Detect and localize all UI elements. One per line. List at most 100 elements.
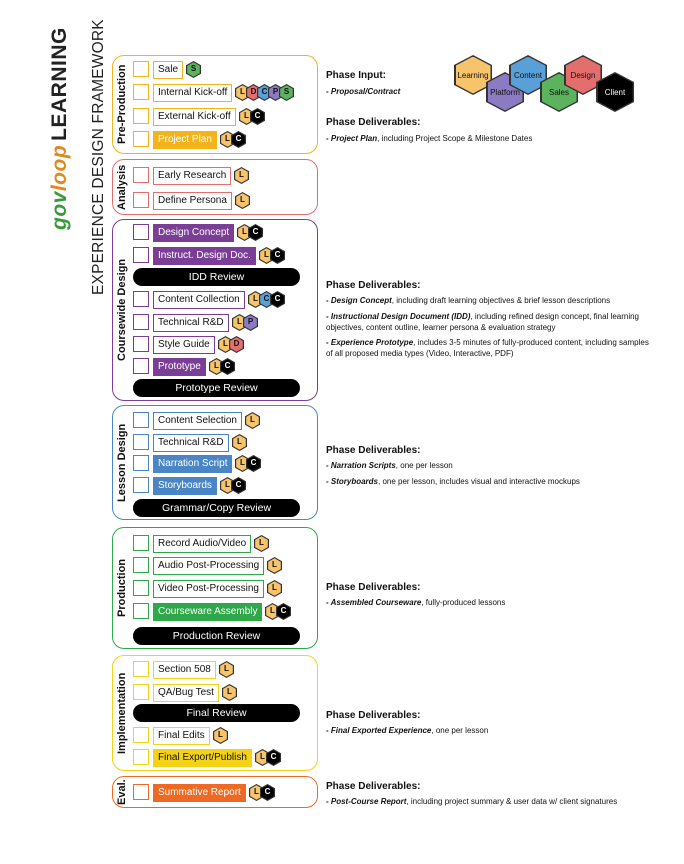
task-checkbox[interactable] <box>133 557 149 573</box>
role-hex-c: C <box>250 108 265 125</box>
task-checkbox[interactable] <box>133 358 149 374</box>
role-hex-c: C <box>270 291 285 308</box>
task-checkbox[interactable] <box>133 84 149 100</box>
review-milestone[interactable]: Final Review <box>133 704 300 722</box>
task-checkbox[interactable] <box>133 224 149 240</box>
task-checkbox[interactable] <box>133 131 149 147</box>
role-hex-c: C <box>276 603 291 620</box>
role-hex-letter: L <box>255 536 268 551</box>
role-hex-letter: C <box>261 785 274 800</box>
role-hex-letter: C <box>232 132 245 147</box>
task-checkbox[interactable] <box>133 603 149 619</box>
prod-deliverable-1-desc: , fully-produced lessons <box>421 598 506 607</box>
design-deliverable-3-name: - Experience Prototype <box>326 338 414 347</box>
task-checkbox[interactable] <box>133 455 149 471</box>
review-milestone[interactable]: Grammar/Copy Review <box>133 499 300 517</box>
role-hex-letter: L <box>233 315 246 330</box>
task-checkbox[interactable] <box>133 477 149 493</box>
task-label: Define Persona <box>153 192 232 210</box>
role-hex-letter: L <box>223 685 236 700</box>
phase-title: Production <box>116 558 128 617</box>
task-label: Design Concept <box>153 224 235 242</box>
task-label: Final Export/Publish <box>153 749 252 767</box>
task-checkbox[interactable] <box>133 749 149 765</box>
role-hex-c: C <box>266 749 281 766</box>
eval-deliverables-title: Phase Deliverables: <box>326 781 421 792</box>
role-hex-c: C <box>260 784 275 801</box>
task-label: Narration Script <box>153 455 233 473</box>
role-hex-letter: C <box>277 604 290 619</box>
role-hex-letter: L <box>236 85 249 100</box>
phase-title: Analysis <box>116 164 128 210</box>
phase-lesson-design <box>112 405 318 520</box>
task-checkbox[interactable] <box>133 291 149 307</box>
task-label: Internal Kick-off <box>153 84 233 102</box>
role-hex-c: C <box>231 477 246 494</box>
role-hex-d: D <box>229 336 244 353</box>
role-hex-letter: L <box>219 337 232 352</box>
role-hex-letter: P <box>269 85 282 100</box>
phase-input-note: - Proposal/Contract <box>326 87 656 98</box>
role-hex-l: L <box>267 580 282 597</box>
task-label: Prototype <box>153 358 206 376</box>
eval-deliverable-1-desc: , including project summary & user data … <box>406 797 618 806</box>
task-label: Summative Report <box>153 784 246 802</box>
phase-input-text: - Proposal/Contract <box>326 87 401 96</box>
task-label: Content Collection <box>153 291 245 309</box>
role-hex-l: L <box>219 661 234 678</box>
design-deliverables-title: Phase Deliverables: <box>326 280 421 291</box>
brand-wordmark: govloopLEARNING <box>48 27 72 230</box>
task-checkbox[interactable] <box>133 412 149 428</box>
lesson-deliverable-2-name: - Storyboards <box>326 477 379 486</box>
role-hex-l: L <box>245 412 260 429</box>
task-row: Technical R&D L <box>133 434 313 452</box>
role-hex-letter: C <box>271 292 284 307</box>
role-hex-letter: L <box>221 132 234 147</box>
design-deliverable-1: - Design Concept, including draft learni… <box>326 296 656 307</box>
task-checkbox[interactable] <box>133 661 149 677</box>
role-hex-letter: C <box>247 456 260 471</box>
task-label: Project Plan <box>153 131 217 149</box>
task-label: External Kick-off <box>153 108 236 126</box>
task-checkbox[interactable] <box>133 434 149 450</box>
task-label: Video Post-Processing <box>153 580 264 598</box>
role-hex-letter: D <box>247 85 260 100</box>
role-hex-letter: L <box>256 750 269 765</box>
task-label: QA/Bug Test <box>153 684 219 702</box>
task-checkbox[interactable] <box>133 580 149 596</box>
role-hex-letter: L <box>246 413 259 428</box>
impl-deliverable-1: - Final Exported Experience, one per les… <box>326 726 656 737</box>
task-label: Technical R&D <box>153 314 229 332</box>
role-hex-letter: C <box>260 292 273 307</box>
role-hex-letter: C <box>249 225 262 240</box>
role-hex-c: C <box>270 247 285 264</box>
task-checkbox[interactable] <box>133 192 149 208</box>
phase-title: Implementation <box>116 672 128 754</box>
review-milestone[interactable]: Prototype Review <box>133 379 300 397</box>
review-milestone[interactable]: IDD Review <box>133 268 300 286</box>
task-checkbox[interactable] <box>133 61 149 77</box>
task-checkbox[interactable] <box>133 336 149 352</box>
preprod-deliverable: - Project Plan, including Project Scope … <box>326 134 656 145</box>
brand-logo: govloopLEARNING <box>48 0 92 230</box>
task-checkbox[interactable] <box>133 784 149 800</box>
task-checkbox[interactable] <box>133 247 149 263</box>
role-hex-letter: L <box>233 435 246 450</box>
task-checkbox[interactable] <box>133 535 149 551</box>
brand-learning: LEARNING <box>48 27 71 141</box>
phase-title: Lesson Design <box>116 423 128 502</box>
task-checkbox[interactable] <box>133 108 149 124</box>
phase-pre-production <box>112 55 318 154</box>
review-milestone[interactable]: Production Review <box>133 627 300 645</box>
task-checkbox[interactable] <box>133 727 149 743</box>
task-checkbox[interactable] <box>133 684 149 700</box>
framework-title: EXPERIENCE DESIGN FRAMEWORK <box>90 19 107 295</box>
task-checkbox[interactable] <box>133 314 149 330</box>
task-label: Technical R&D <box>153 434 229 452</box>
task-checkbox[interactable] <box>133 167 149 183</box>
